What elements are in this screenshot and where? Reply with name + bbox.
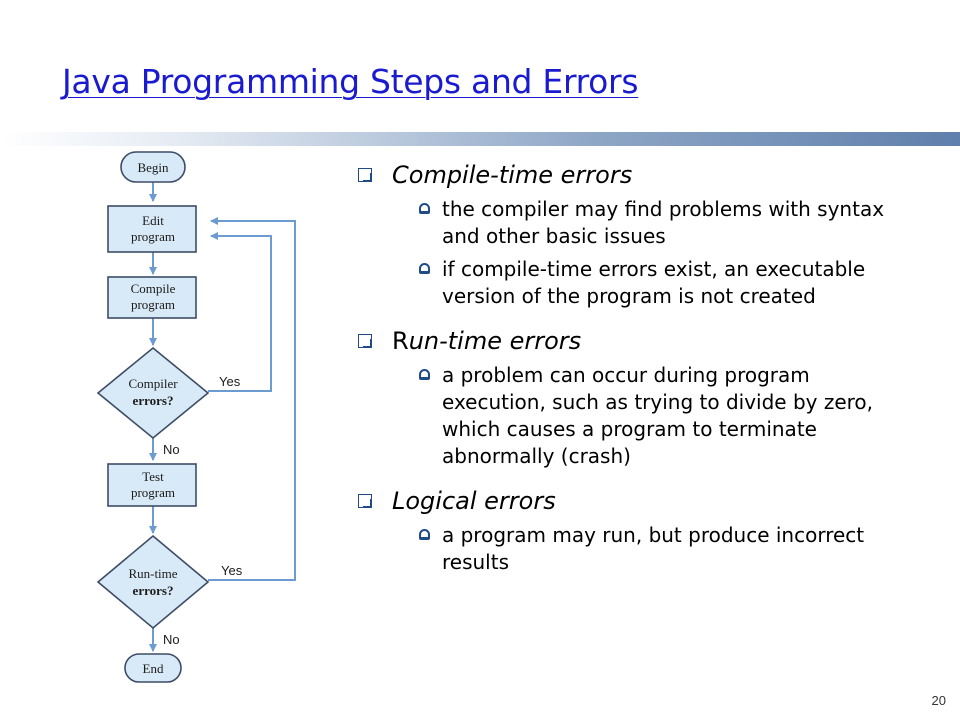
list-item: if compile-time errors exist, an executa… bbox=[358, 256, 918, 310]
edit-label-2: program bbox=[131, 229, 175, 244]
compile-time-heading: Compile-time errors bbox=[358, 160, 918, 190]
square-bullet-icon bbox=[358, 334, 372, 348]
list-item: a problem can occur during program execu… bbox=[358, 362, 918, 470]
round-bullet-icon bbox=[419, 369, 430, 380]
compiler-errors-label-1: Compiler bbox=[128, 376, 178, 391]
slide-title: Java Programming Steps and Errors bbox=[62, 62, 639, 101]
no-label-compile: No bbox=[163, 442, 180, 457]
flowchart: Begin Edit program Compile program Compi… bbox=[96, 151, 296, 683]
begin-terminal bbox=[120, 151, 186, 183]
runtime-errors-diamond bbox=[96, 534, 210, 630]
edit-program-box bbox=[107, 205, 197, 253]
yes-label-runtime: Yes bbox=[221, 563, 243, 578]
compiler-errors-diamond bbox=[96, 346, 210, 440]
title-divider-bar bbox=[0, 132, 960, 146]
test-program-box bbox=[107, 463, 197, 507]
round-bullet-icon bbox=[419, 263, 430, 274]
round-bullet-icon bbox=[419, 529, 430, 540]
run-time-heading: Run-time errors bbox=[358, 326, 918, 356]
arrow-yes-loop-1 bbox=[208, 232, 272, 392]
no-label-runtime: No bbox=[163, 632, 180, 647]
compiler-errors-label-2: errors? bbox=[133, 393, 174, 408]
end-label: End bbox=[143, 661, 164, 676]
test-label-2: program bbox=[131, 485, 175, 500]
logical-heading: Logical errors bbox=[358, 486, 918, 516]
compile-program-box bbox=[107, 276, 197, 319]
round-bullet-icon bbox=[419, 203, 430, 214]
compile-label-2: program bbox=[131, 297, 175, 312]
runtime-errors-label-2: errors? bbox=[133, 583, 174, 598]
list-item: the compiler may find problems with synt… bbox=[358, 196, 918, 250]
runtime-errors-label-1: Run-time bbox=[128, 566, 177, 581]
list-item: a program may run, but produce incorrect… bbox=[358, 522, 918, 576]
compile-label-1: Compile bbox=[131, 281, 176, 296]
yes-label-compile: Yes bbox=[219, 374, 241, 389]
square-bullet-icon bbox=[358, 494, 372, 508]
edit-label-1: Edit bbox=[142, 213, 164, 228]
square-bullet-icon bbox=[358, 168, 372, 182]
error-types-list: Compile-time errors the compiler may fin… bbox=[358, 160, 918, 576]
begin-label: Begin bbox=[137, 160, 169, 175]
end-terminal bbox=[124, 653, 182, 683]
arrow-yes-loop-2 bbox=[208, 217, 296, 581]
test-label-1: Test bbox=[142, 469, 164, 484]
page-number: 20 bbox=[931, 693, 946, 708]
